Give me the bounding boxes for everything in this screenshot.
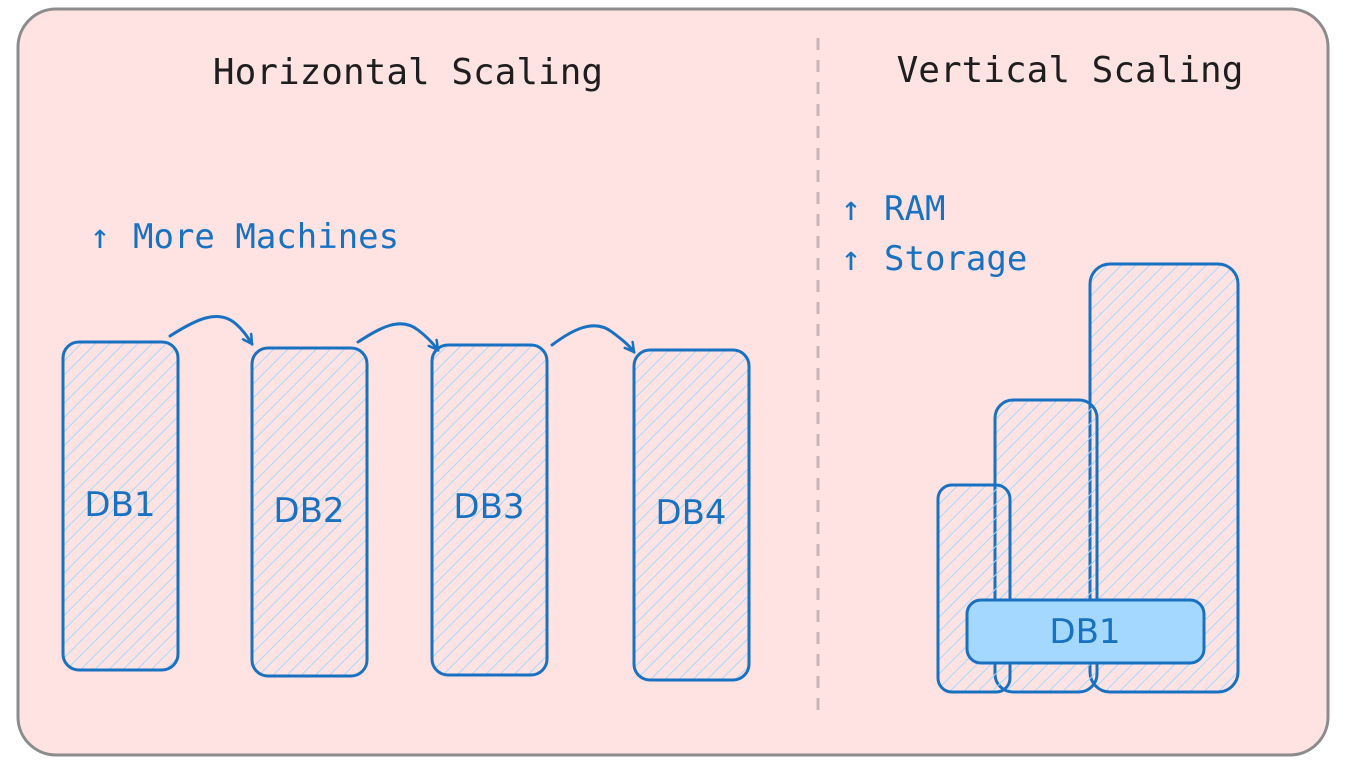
vertical-scaling-section: Vertical Scaling ↑ RAM ↑ Storage DB1	[841, 50, 1244, 694]
vertical-db1-node: DB1	[965, 598, 1206, 665]
db3-box	[430, 343, 549, 677]
vertical-scaling-title: Vertical Scaling	[897, 50, 1244, 91]
ram-note: RAM	[884, 189, 945, 229]
database-node-db4: DB4	[632, 348, 751, 682]
db1-box	[61, 340, 180, 672]
database-node-db2: DB2	[250, 346, 369, 678]
ram-arrow-icon: ↑	[841, 189, 861, 229]
db3-label: DB3	[453, 487, 524, 527]
db2-label: DB2	[273, 491, 344, 531]
db4-label: DB4	[655, 493, 726, 533]
arrow-db1-to-db2	[168, 314, 254, 344]
horizontal-scaling-section: Horizontal Scaling ↑ More Machines DB1 D…	[61, 52, 751, 682]
more-machines-arrow-icon: ↑	[90, 217, 110, 257]
vertical-db1-label: DB1	[1049, 612, 1120, 652]
db1-label: DB1	[84, 485, 155, 525]
arrow-db3-to-db4	[550, 324, 634, 352]
database-node-db3: DB3	[430, 343, 549, 677]
more-machines-note: More Machines	[133, 217, 399, 257]
vertical-db1-box	[965, 598, 1206, 665]
db4-box	[632, 348, 751, 682]
arrow-db2-to-db3	[356, 322, 438, 350]
storage-arrow-icon: ↑	[841, 239, 861, 279]
database-node-db1: DB1	[61, 340, 180, 672]
db2-box	[250, 346, 369, 678]
horizontal-scaling-title: Horizontal Scaling	[213, 52, 603, 93]
storage-note: Storage	[884, 239, 1027, 279]
